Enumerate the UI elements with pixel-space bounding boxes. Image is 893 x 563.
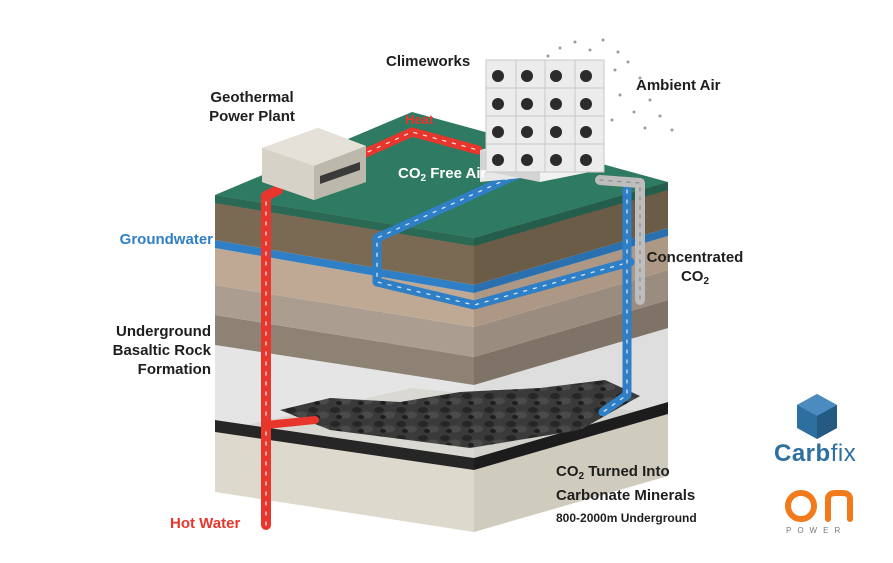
concentrated-co2-label: Concentrated CO2 <box>640 248 750 291</box>
hot-water-label: Hot Water <box>170 515 241 532</box>
depth-label: 800-2000m Underground <box>556 511 697 525</box>
concentrated-co2-line2: CO2 <box>640 267 750 291</box>
heat-label: Heat <box>405 112 434 127</box>
co2-free-air-label-rest: Free Air <box>426 165 487 182</box>
basalt-zone <box>215 328 668 458</box>
basalt-rock-line3: Formation <box>137 361 211 378</box>
co2-free-air-label: CO2 Free Air <box>398 164 486 188</box>
on-power-wordmark: POWER <box>786 526 847 535</box>
cold-water-pipe <box>372 165 635 417</box>
ambient-air-label: Ambient Air <box>636 77 721 94</box>
groundwater-band <box>215 228 668 293</box>
carbonate-minerals-rest: Turned Into <box>584 463 670 480</box>
carbonate-minerals-line1: CO2 Turned Into <box>556 462 697 486</box>
co2-pipe <box>595 175 645 305</box>
upper-soil <box>215 182 668 285</box>
carbfix-logo-carb: Carb <box>774 440 831 467</box>
geothermal-label: Geothermal Power Plant <box>192 88 312 126</box>
carbonate-minerals-subscript: 2 <box>578 471 585 482</box>
concentrated-co2-co: CO <box>680 268 704 285</box>
carbfix-logo-fix: fix <box>830 440 857 467</box>
geothermal-label-line1: Geothermal <box>210 89 294 106</box>
co2-free-air-label-subscript: 2 <box>420 173 427 184</box>
air-particles <box>546 38 674 132</box>
carbonate-minerals-line2: Carbonate Minerals <box>556 487 696 504</box>
climeworks-units <box>480 38 674 182</box>
hot-water-pipe <box>261 127 483 530</box>
concentrated-co2-line1: Concentrated <box>646 249 744 266</box>
basalt-rubble <box>280 380 640 448</box>
concentrated-co2-subscript: 2 <box>703 276 710 287</box>
carbonate-minerals-co: CO <box>556 463 579 480</box>
basalt-rock-line1: Underground <box>116 323 211 340</box>
basalt-rock-label: Underground Basaltic Rock Formation <box>90 322 211 379</box>
basalt-rock-line2: Basaltic Rock <box>112 342 211 359</box>
carbfix-logo: Carbfix <box>774 440 856 468</box>
geothermal-plant <box>262 128 366 200</box>
surface <box>215 112 668 246</box>
carbonate-layer <box>215 402 668 470</box>
carbonate-minerals-label: CO2 Turned Into Carbonate Minerals 800-2… <box>556 462 697 528</box>
climeworks-label: Climeworks <box>386 53 471 70</box>
carbfix-hexagon-icon <box>797 394 837 439</box>
co2-free-air-label-co: CO <box>398 165 421 182</box>
collector-grid <box>485 59 605 173</box>
geothermal-label-line2: Power Plant <box>209 108 295 125</box>
on-power-logo-icon <box>785 490 853 522</box>
groundwater-label: Groundwater <box>119 231 213 248</box>
